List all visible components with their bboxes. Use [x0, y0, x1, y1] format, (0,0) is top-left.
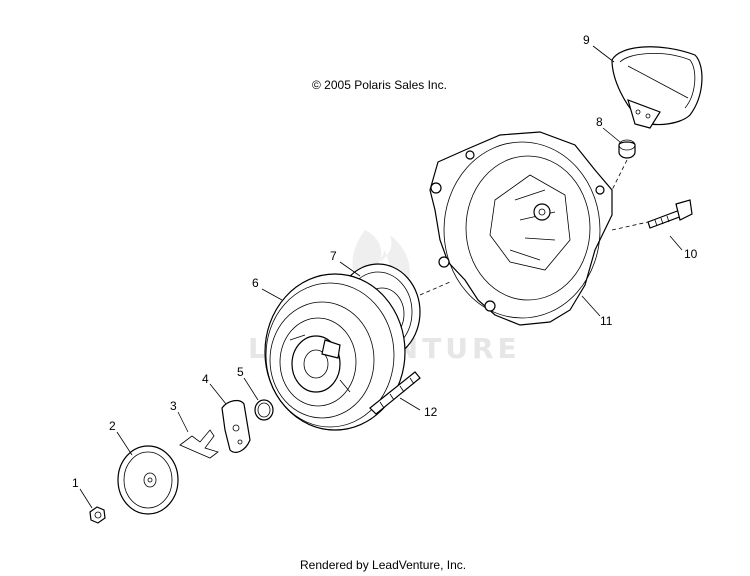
callout-7: 7	[330, 249, 337, 263]
callout-1: 1	[72, 476, 79, 490]
callout-10: 10	[684, 247, 698, 261]
part-12-rope	[369, 371, 421, 415]
part-10-bolt	[647, 199, 693, 229]
part-5-ring	[254, 399, 274, 421]
part-4-pawl	[221, 399, 251, 453]
copyright-notice: © 2005 Polaris Sales Inc.	[312, 78, 447, 92]
part-9-handle	[611, 46, 703, 129]
callout-3: 3	[170, 399, 177, 413]
render-credit: Rendered by LeadVenture, Inc.	[300, 558, 467, 572]
callout-6: 6	[252, 276, 259, 290]
part-11-housing	[429, 131, 613, 326]
callout-12: 12	[424, 405, 438, 419]
part-1-nut	[89, 506, 106, 524]
callout-4: 4	[202, 372, 209, 386]
callout-11: 11	[600, 314, 613, 328]
part-6-pulley	[264, 273, 406, 431]
callout-9: 9	[583, 33, 590, 47]
part-2-cover-plate	[117, 445, 179, 515]
callout-8: 8	[596, 115, 603, 129]
leader-lines	[79, 45, 683, 509]
callout-labels: 1 2 3 4 5 6 7 8 9 10 11 12	[72, 33, 698, 490]
callout-5: 5	[237, 365, 244, 379]
part-8-bushing	[618, 139, 636, 159]
callout-2: 2	[109, 419, 116, 433]
part-3-spring-clip	[179, 429, 219, 459]
